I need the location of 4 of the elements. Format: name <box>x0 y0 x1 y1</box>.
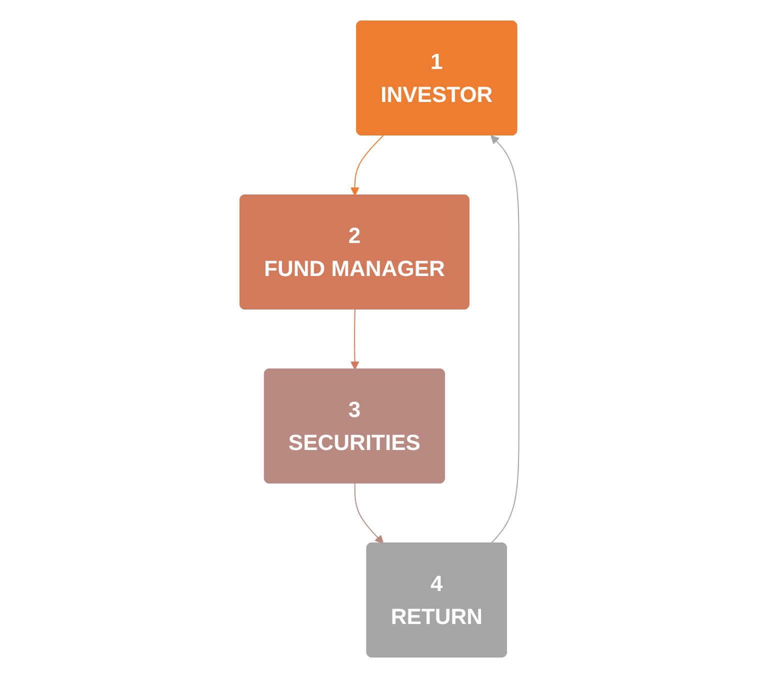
arrow <box>350 308 359 370</box>
arrow <box>354 482 384 544</box>
arrow <box>490 134 519 544</box>
arrow <box>350 134 384 196</box>
